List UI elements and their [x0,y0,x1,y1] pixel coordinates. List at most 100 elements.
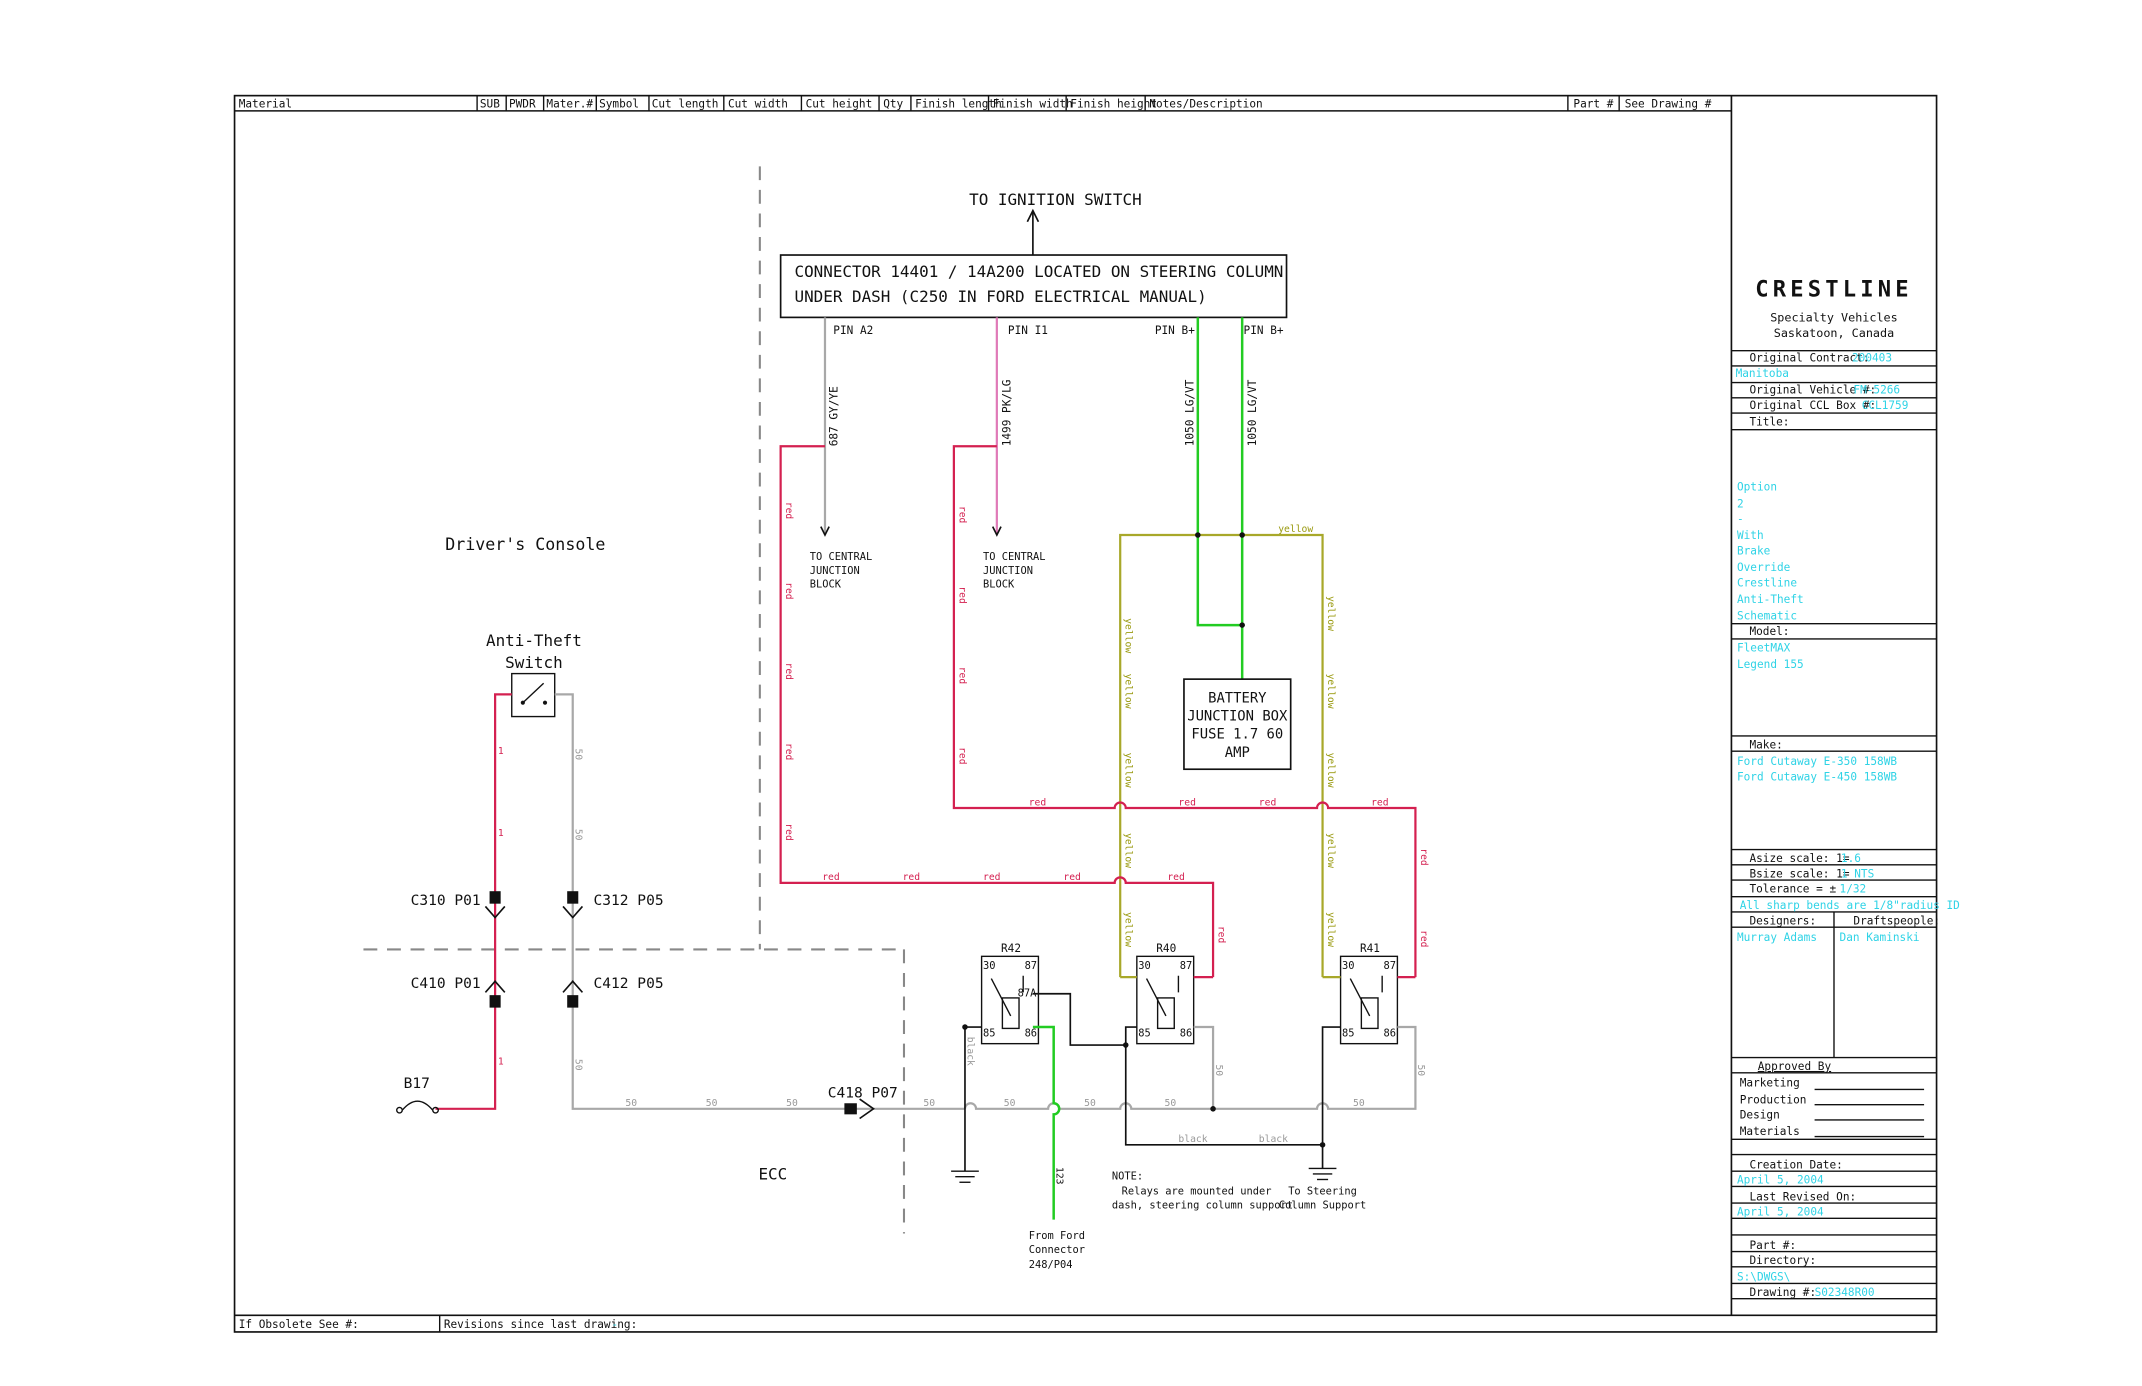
relay-r42-label: R42 [1001,942,1021,955]
relay-r41: R41 30 87 85 86 [1339,942,1399,1045]
anti-theft-switch [511,672,556,718]
company-line-2: Saskatoon, Canada [1774,326,1894,340]
bends-note: All sharp bends are 1/8"radius ID [1740,899,1960,912]
pin-i1-wire-code: 1499 PK/LG [1001,380,1014,447]
connector-c312 [562,891,584,919]
header-col-notes: Notes/Description [1149,97,1262,110]
yellow-label-r5: yellow [1325,912,1336,947]
header-col-finish-length: Finish length [915,97,1002,110]
wire-black-r40 [1124,1026,1341,1146]
drivers-console-label: Driver's Console [445,535,605,554]
wire-bplus-1 [1196,317,1243,627]
red-label-h2: red [903,872,921,883]
battery-line-1: BATTERY [1208,691,1267,707]
red-label-v8: red [956,667,967,684]
wire-50-label-9: 50 [1084,1098,1096,1109]
original-vehicle-value: FM-5266 [1853,384,1900,397]
header-col-cut-width: Cut width [728,97,788,110]
steering-connector-box [779,254,1288,319]
ford-line-2: Connector [1029,1244,1085,1256]
header-col-symbol: Symbol [599,97,639,110]
wire-red-i1 [952,445,1417,978]
creation-date-label: Creation Date: [1749,1158,1842,1171]
red-label-h7: red [1178,797,1196,808]
connector-c418 [844,1098,875,1120]
relay-r40-pin-87: 87 [1180,960,1193,972]
model-line-1: FleetMAX [1737,641,1791,654]
header-col-finish-height: Finish height [1070,97,1157,110]
approval-materials: Materials [1740,1125,1800,1138]
sheet-border [233,94,1938,1333]
ground-symbol-1 [951,1170,979,1183]
red-label-v11: red [1418,848,1429,866]
black-label-1: black [965,1037,976,1066]
yellow-label-r1: yellow [1325,596,1336,631]
relay-r42: R42 30 87 87A 85 86 [980,942,1040,1045]
title-line-3: - [1737,513,1744,526]
connector-line-1: CONNECTOR 14401 / 14A200 LOCATED ON STEE… [794,262,1283,281]
junction-arrow-2 [991,526,1002,537]
header-col-qty: Qty [883,97,903,110]
original-contract-label: Original Contract: [1749,352,1869,365]
relay-r41-pin-85: 85 [1342,1028,1355,1040]
header-col-mater: Mater.# [546,97,593,110]
header-col-cut-height: Cut height [806,97,873,110]
approval-design: Design [1740,1109,1780,1122]
title-line-5: Brake [1737,544,1771,557]
bsize-value: 1 NTS [1841,867,1874,880]
connector-c418-label: C418 P07 [828,1085,898,1102]
red-label-h9: red [1371,797,1389,808]
title-line-2: 2 [1737,497,1744,510]
red-label-h1: red [822,872,840,883]
approval-marketing: Marketing [1740,1077,1800,1090]
connector-c412 [562,980,584,1008]
relay-r40-pin-86: 86 [1180,1028,1193,1040]
central-junction-1-line-3: BLOCK [810,579,842,591]
wire-r42-87a [1032,992,1126,1046]
relay-r41-pin-30: 30 [1342,960,1355,972]
relay-r40-pin-30: 30 [1138,960,1151,972]
header-strip: Material SUB PWDR Mater.# Symbol Cut len… [234,95,1732,112]
approved-by-label: Approved By [1758,1060,1832,1073]
footer-revisions-value: - [612,1318,619,1331]
yellow-label-r3: yellow [1325,753,1336,788]
b17-label: B17 [404,1075,430,1092]
footer-obsolete-label: If Obsolete See #: [239,1318,359,1331]
creation-date-value: April 5, 2004 [1737,1174,1824,1187]
connector-c410 [484,980,506,1008]
pin-i1-label: PIN I1 [1008,324,1048,337]
connector-c410-label: C410 P01 [411,975,481,992]
red-label-h3: red [983,872,1001,883]
title-line-4: With [1737,529,1764,542]
wire-grey-r40 [1193,1025,1215,1109]
bsize-label: Bsize scale: 1= [1749,867,1849,880]
header-col-cut-length: Cut length [652,97,719,110]
relay-r41-pin-87: 87 [1384,960,1397,972]
designers-label: Designers: [1749,914,1816,927]
title-block: CRESTLINE Specialty Vehicles Saskatoon, … [1731,277,1960,1300]
yellow-label-l4: yellow [1123,833,1134,868]
battery-junction-box [1183,678,1292,771]
red-label-v5: red [783,823,794,841]
wire-123-label: 123 [1053,1167,1064,1185]
black-label-3: black [1259,1134,1288,1145]
yellow-label-l3: yellow [1123,753,1134,788]
connector-c310 [484,891,506,919]
designers-value: Murray Adams [1737,931,1817,944]
red-label-h8: red [1259,797,1277,808]
wire-50-label-8: 50 [1004,1098,1016,1109]
wire-50-label-1: 50 [573,748,584,760]
ignition-switch-label: TO IGNITION SWITCH [969,190,1142,209]
pin-bplus-label-1: PIN B+ [1155,324,1195,337]
original-vehicle-label: Original Vehicle #: [1749,384,1876,397]
title-label: Title: [1749,416,1789,429]
red-label-v6: red [956,506,967,524]
drawing-number-value: S02348R00 [1815,1286,1875,1299]
title-line-9: Schematic [1737,610,1797,623]
connector-c412-label: C412 P05 [594,975,664,992]
model-line-2: Legend 155 [1737,658,1804,671]
directory-value: S:\DWGS\ [1737,1271,1790,1284]
yellow-label-top: yellow [1278,524,1313,535]
wire-50-label-6: 50 [786,1098,798,1109]
make-label: Make: [1749,738,1782,751]
